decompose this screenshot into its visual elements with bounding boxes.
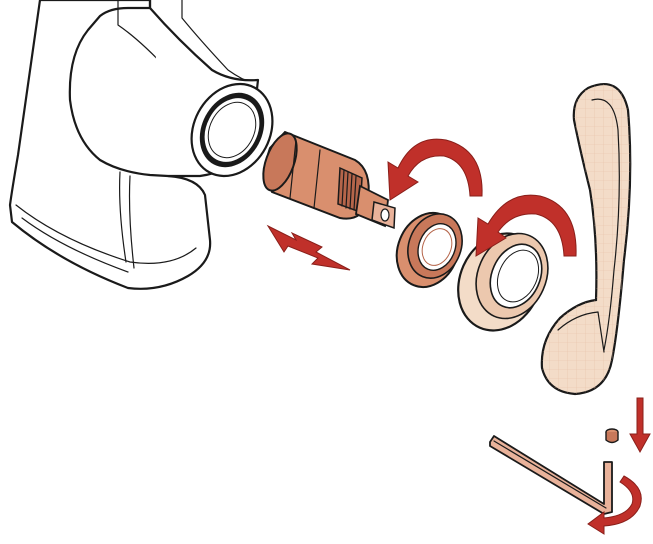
pull-out-arrow bbox=[268, 226, 350, 270]
remove-screw-arrow bbox=[630, 398, 650, 452]
cartridge bbox=[257, 129, 395, 228]
lever-handle bbox=[542, 84, 630, 394]
hex-key bbox=[490, 436, 612, 514]
unscrew-nut-arrow bbox=[388, 139, 482, 200]
set-screw bbox=[606, 429, 618, 443]
faucet-body bbox=[10, 0, 288, 289]
